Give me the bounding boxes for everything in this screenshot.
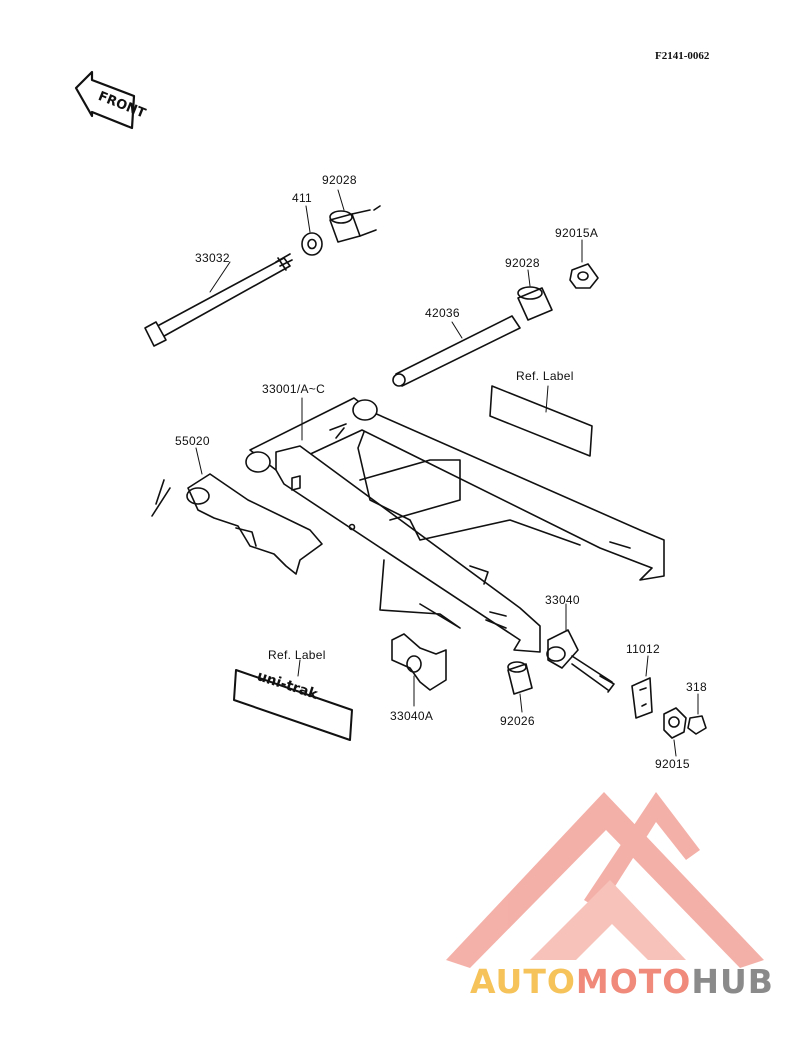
washer-411	[301, 205, 323, 256]
bush-92028-right	[517, 269, 553, 321]
front-arrow-icon: FRONT	[74, 70, 148, 130]
pivot-bolt	[144, 253, 293, 347]
part-label-92026: 92026	[500, 714, 535, 728]
diagram-code: F2141-0062	[655, 50, 710, 62]
nut-92015a	[569, 239, 599, 289]
part-label-33032: 33032	[195, 251, 230, 265]
plate-11012	[631, 655, 653, 719]
chain-adjuster-33040	[546, 603, 615, 693]
part-label-33040: 33040	[545, 593, 580, 607]
nut-92015	[663, 707, 687, 757]
sleeve-42036	[392, 315, 521, 387]
automotohub-watermark: AUTOMOTOHUB	[470, 962, 774, 1001]
part-label-ref-label-top: Ref. Label	[516, 369, 574, 383]
part-label-55020: 55020	[175, 434, 210, 448]
block-33040a	[391, 633, 447, 707]
bush-92028-top	[329, 189, 381, 243]
part-label-33001: 33001/A~C	[262, 382, 326, 396]
automotohub-logo-mark	[446, 792, 764, 968]
brand-auto: AUTO	[470, 962, 576, 1001]
part-label-411: 411	[292, 191, 313, 205]
swingarm-33001	[245, 397, 665, 653]
part-label-42036: 42036	[425, 306, 460, 320]
part-label-ref-label-bottom: Ref. Label	[268, 648, 326, 662]
brand-moto: MOTO	[575, 962, 692, 1001]
part-label-92015: 92015	[655, 757, 690, 771]
part-label-92015a: 92015A	[555, 226, 599, 240]
uni-trak-sticker-text: uni-trak	[255, 668, 320, 703]
collar-92026	[507, 661, 533, 713]
part-label-11012: 11012	[626, 642, 660, 656]
ref-label-top-sticker	[489, 385, 593, 457]
nut-318	[687, 693, 707, 735]
part-label-92028-right: 92028	[505, 256, 540, 270]
part-label-318: 318	[686, 680, 707, 694]
brand-hub: HUB	[691, 962, 774, 1001]
ref-label-bottom-sticker: uni-trak	[233, 659, 353, 741]
part-label-33040a: 33040A	[390, 709, 434, 723]
part-label-92028-top: 92028	[322, 173, 357, 187]
chain-guard-55020	[151, 447, 323, 575]
